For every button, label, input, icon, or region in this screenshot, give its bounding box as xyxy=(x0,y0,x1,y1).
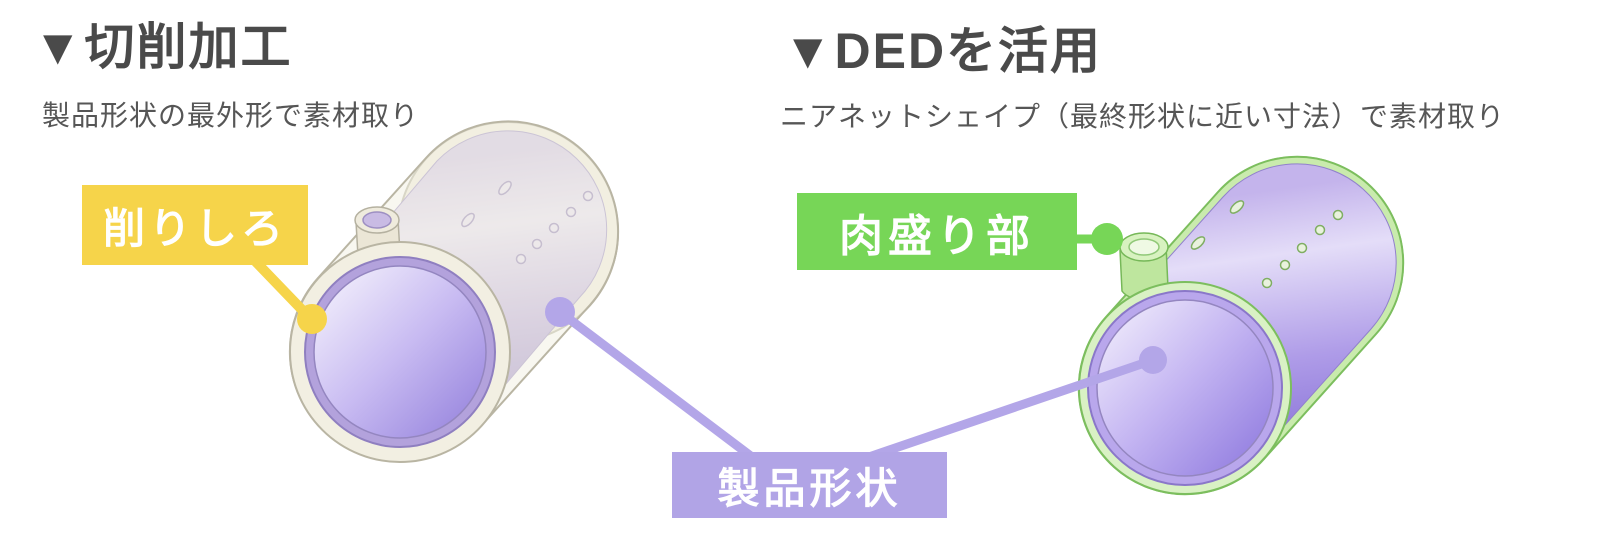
machining-allowance-connector-dot xyxy=(297,304,327,334)
product-bore-right xyxy=(1096,299,1274,477)
product-shape-connector-dot-right xyxy=(1139,346,1167,374)
product-bore-left xyxy=(313,265,487,439)
product-shape-connector-dot-left xyxy=(545,297,575,327)
machined-part-3d-view xyxy=(288,120,620,463)
ded-part-3d-view xyxy=(1077,155,1405,496)
product-shape-connector-line-left xyxy=(555,307,761,465)
product-shape-connector-line-right xyxy=(861,355,1158,463)
cladding-connector-dot xyxy=(1091,223,1123,255)
left-section-title: ▼切削加工 xyxy=(33,19,293,75)
right-section-subtitle: ニアネットシェイプ（最終形状に近い寸法）で素材取り xyxy=(780,101,1506,132)
product-shape-label: 製品形状 xyxy=(672,452,947,518)
callout-connectors xyxy=(251,223,1167,465)
machining-allowance-connector-line xyxy=(251,257,313,321)
left-section-subtitle: 製品形状の最外形で素材取り xyxy=(42,100,420,131)
cladding-label: 肉盛り部 xyxy=(797,193,1077,270)
machining-allowance-label: 削りしろ xyxy=(82,185,308,265)
right-section-title: ▼DEDを活用 xyxy=(783,23,1103,79)
product-holes-right xyxy=(1190,200,1344,289)
